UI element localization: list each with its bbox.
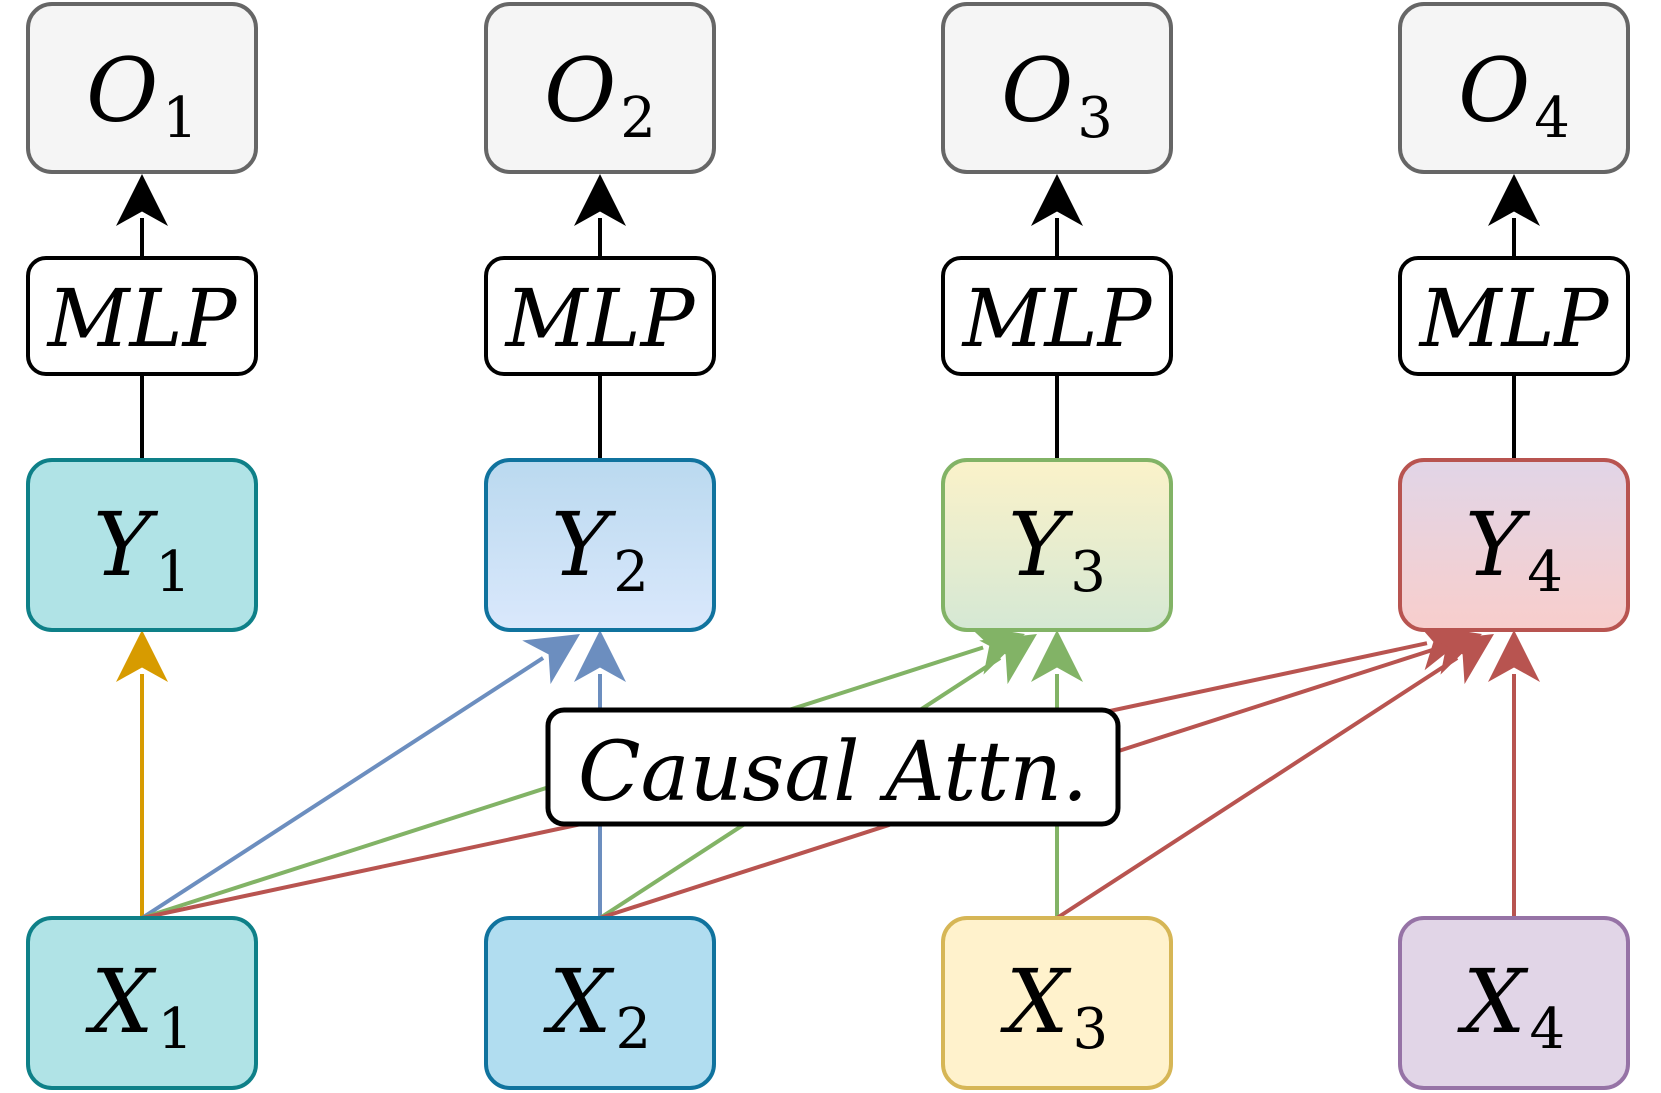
mlp-box-2-frame (484, 256, 716, 376)
mlp-to-output-1-edge-arrowhead (116, 174, 168, 226)
x-label-2: X2 (543, 950, 651, 1062)
y-box-1: Y1 (26, 458, 258, 632)
x-box-4: X4 (1398, 916, 1630, 1090)
x-box-4-frame (1398, 916, 1630, 1090)
output-box-4: O4 (1398, 2, 1630, 174)
x4-to-y4-edge-arrowhead (1488, 630, 1540, 682)
output-box-3: O3 (941, 2, 1173, 174)
y-label-4: Y4 (1465, 493, 1563, 605)
causal-attention-label: Causal Attn. (578, 725, 1088, 820)
output-box-1: O1 (26, 2, 258, 174)
mlp-label-3: MLP (961, 272, 1153, 365)
x2-to-y2-edge-arrowhead (574, 630, 626, 682)
output-box-4-frame (1398, 2, 1630, 174)
y-row: Y1 Y2 Y3 Y4 (26, 458, 1630, 632)
y-box-3: Y3 (941, 458, 1173, 632)
mlp-label-2: MLP (504, 272, 696, 365)
output-label-3: O3 (1001, 39, 1113, 151)
x1-to-y2-edge-arrowhead (522, 634, 580, 685)
causal-attention-label-box: Causal Attn. (545, 707, 1121, 827)
y-box-4: Y4 (1398, 458, 1630, 632)
y-label-1: Y1 (93, 493, 191, 605)
x-label-3: X3 (1000, 950, 1108, 1062)
output-box-3-frame (941, 2, 1173, 174)
output-box-2: O2 (484, 2, 716, 174)
output-label-1: O1 (86, 39, 198, 151)
mlp-to-output-3-edge-arrowhead (1031, 174, 1083, 226)
mlp-to-output-2-edge-arrowhead (574, 174, 626, 226)
x-row: X1 X2 X3 X4 (26, 916, 1630, 1090)
x-box-2-frame (484, 916, 716, 1090)
x3-to-y4-edge-line (1055, 656, 1459, 920)
mlp-box-1-frame (26, 256, 258, 376)
output-row: O1 O2 O3 O4 (26, 2, 1630, 174)
x1-to-y2-edge-line (140, 656, 545, 920)
x-box-1-frame (26, 916, 258, 1090)
x-box-2: X2 (484, 916, 716, 1090)
mlp-box-4-frame (1398, 256, 1630, 376)
x1-to-y1-edge-arrowhead (116, 630, 168, 682)
x3-to-y3-edge-arrowhead (1031, 630, 1083, 682)
output-label-2: O2 (544, 39, 656, 151)
y-box-4-frame (1398, 458, 1630, 632)
mlp-label-1: MLP (46, 272, 238, 365)
mlp-box-4: MLP (1398, 256, 1630, 376)
x-label-4: X4 (1457, 950, 1565, 1062)
output-box-2-frame (484, 2, 716, 174)
y-box-2-frame (484, 458, 716, 632)
mlp-box-2: MLP (484, 256, 716, 376)
x3-to-y4-edge-arrowhead (1436, 634, 1494, 685)
x-box-3: X3 (941, 916, 1173, 1090)
mlp-label-4: MLP (1418, 272, 1610, 365)
y-label-3: Y3 (1008, 493, 1106, 605)
output-label-4: O4 (1458, 39, 1570, 151)
mlp-box-3: MLP (941, 256, 1173, 376)
mlp-row: MLP MLP MLP MLP (26, 256, 1630, 376)
x2-to-y3-edge-arrowhead (979, 634, 1037, 685)
x-box-1: X1 (26, 916, 258, 1090)
mlp-box-1: MLP (26, 256, 258, 376)
mlp-to-output-4-edge-arrowhead (1488, 174, 1540, 226)
y-box-2: Y2 (484, 458, 716, 632)
y-box-3-frame (941, 458, 1173, 632)
y-label-2: Y2 (551, 493, 649, 605)
causal-attention-frame (545, 707, 1121, 827)
x-box-3-frame (941, 916, 1173, 1090)
y-box-1-frame (26, 458, 258, 632)
x-label-1: X1 (85, 950, 193, 1062)
mlp-box-3-frame (941, 256, 1173, 376)
output-box-1-frame (26, 2, 258, 174)
